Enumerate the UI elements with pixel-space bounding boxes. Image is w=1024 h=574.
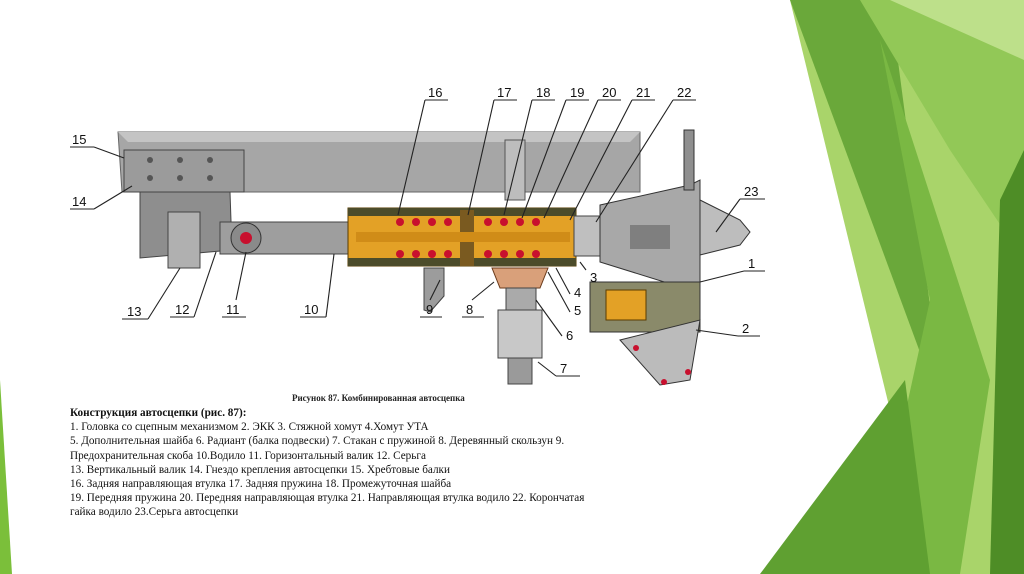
callout-11-label: 11 <box>226 302 240 317</box>
drawbar-rod <box>356 232 570 242</box>
callout-8-label: 8 <box>466 302 473 317</box>
deco-shape-top <box>890 0 1024 60</box>
radiant-beam <box>505 287 537 311</box>
callout-23-label: 23 <box>744 184 758 199</box>
caption-line: 19. Передняя пружина 20. Передняя направ… <box>70 492 585 505</box>
callout-12: 12 <box>170 251 217 318</box>
callout-6: 6 <box>535 299 573 343</box>
caption-line: 13. Вертикальный валик 14. Гнездо крепле… <box>70 463 450 476</box>
callout-16: 16 <box>397 85 448 216</box>
deco-shape-bottom <box>760 380 930 574</box>
caption-line: 1. Головка со сцепным механизмом 2. ЭКК … <box>70 421 429 434</box>
callout-5: 5 <box>547 271 581 318</box>
callout-7-label: 7 <box>560 361 567 376</box>
callout-10-label: 10 <box>304 302 318 317</box>
callout-15: 15 <box>70 132 125 159</box>
callout-13: 13 <box>122 267 181 320</box>
callout-16-label: 16 <box>428 85 442 100</box>
left-accent-decoration <box>0 380 12 574</box>
callout-8: 8 <box>462 281 495 318</box>
mount-socket <box>123 149 245 193</box>
callout-4-label: 4 <box>574 285 581 300</box>
front-collar <box>573 215 605 257</box>
callout-3: 3 <box>579 261 597 285</box>
callout-15-label: 15 <box>72 132 86 147</box>
coupler-lever <box>683 129 695 191</box>
caption-heading: Конструкция автосцепки (рис. 87): <box>70 407 247 419</box>
ecc-pins <box>633 345 691 385</box>
callout-23: 23 <box>715 184 765 233</box>
frame-beam-top <box>118 132 640 142</box>
figure-title: Рисунок 87. Комбинированная автосцепка <box>292 393 465 403</box>
spring-cup <box>497 309 543 359</box>
coupler-mechanism <box>630 225 670 249</box>
vertical-pin <box>167 211 201 269</box>
callout-20: 20 <box>543 85 621 219</box>
callout-19: 19 <box>521 85 589 219</box>
callout-4: 4 <box>555 267 581 300</box>
callout-9: 9 <box>420 279 442 318</box>
callout-13-label: 13 <box>127 304 141 319</box>
callout-10: 10 <box>300 253 335 318</box>
callout-2-label: 2 <box>742 321 749 336</box>
callout-11: 11 <box>222 251 247 318</box>
deco-shape-edge <box>990 150 1024 574</box>
callout-22-label: 22 <box>677 85 691 100</box>
callout-21: 21 <box>569 85 655 221</box>
deco-shape-dark <box>790 0 945 420</box>
callout-18: 18 <box>503 85 555 216</box>
callout-14: 14 <box>70 185 133 210</box>
caption-line: 5. Дополнительная шайба 6. Радиант (балк… <box>70 435 565 448</box>
callout-22: 22 <box>595 85 696 223</box>
callout-5-label: 5 <box>574 303 581 318</box>
callout-21-label: 21 <box>636 85 650 100</box>
callout-2: 2 <box>695 321 760 337</box>
callout-3-label: 3 <box>590 270 597 285</box>
coupler-shackle <box>699 199 751 256</box>
safety-bracket <box>423 267 445 313</box>
callout-17-label: 17 <box>497 85 511 100</box>
caption-line: 16. Задняя направляющая втулка 17. Задня… <box>70 478 452 491</box>
wooden-slider <box>491 267 549 289</box>
callout-6-label: 6 <box>566 328 573 343</box>
callout-18-label: 18 <box>536 85 550 100</box>
callout-1: 1 <box>699 256 765 283</box>
ecc-lever <box>619 319 701 386</box>
callout-12-label: 12 <box>175 302 189 317</box>
ecc-spring <box>605 289 647 321</box>
figure-caption: Конструкция автосцепки (рис. 87): 1. Гол… <box>70 406 770 520</box>
caption-line: Предохранительная скоба 10.Водило 11. Го… <box>70 449 426 462</box>
callout-14-label: 14 <box>72 194 86 209</box>
coupler-diagram: 16 17 18 19 20 21 22 15 <box>70 85 765 386</box>
callout-7: 7 <box>537 361 580 377</box>
spring-cup-bottom <box>507 357 533 385</box>
callout-20-label: 20 <box>602 85 616 100</box>
callout-1-label: 1 <box>748 256 755 271</box>
callout-19-label: 19 <box>570 85 584 100</box>
horizontal-pin-center <box>240 232 252 244</box>
spring-coils <box>396 218 540 258</box>
deco-shape-mid <box>860 0 1024 260</box>
callout-9-label: 9 <box>426 302 433 317</box>
caption-line: гайка водило 23.Серьга автосцепки <box>70 506 239 519</box>
mount-bolts <box>147 157 213 181</box>
callout-17: 17 <box>467 85 517 216</box>
